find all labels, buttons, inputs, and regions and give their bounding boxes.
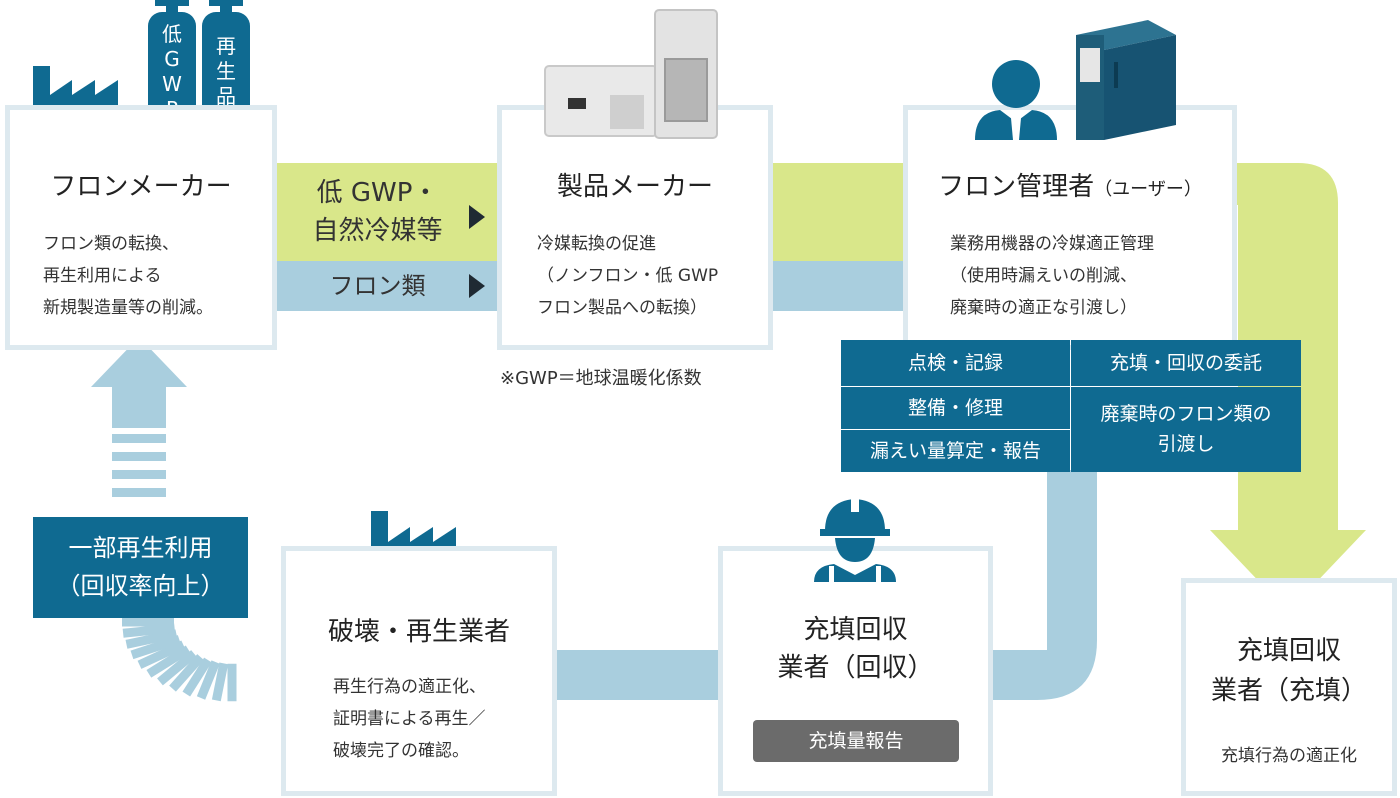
cylinder-label-recycled: 再 生 品 xyxy=(216,34,236,108)
recycle-arc-stripe xyxy=(211,662,229,702)
product-maker-title: 製品メーカー xyxy=(556,172,713,202)
recycle-arc-stripe xyxy=(157,650,197,686)
recycle-stripe xyxy=(112,434,166,443)
manager-title: フロン管理者 xyxy=(938,172,1095,202)
recycle-arc-stripe xyxy=(169,654,205,692)
maker-title: フロンメーカー xyxy=(50,172,232,202)
recycle-stripe xyxy=(112,488,166,497)
recycle-arc-stripe xyxy=(146,645,191,678)
partial-recycle-label: 一部再生利用 （回収率向上） xyxy=(33,517,248,618)
green-flow-label: 低 GWP・ 自然冷媒等 xyxy=(312,178,443,246)
recycle-stripe xyxy=(112,470,166,479)
recycle-arc-stripes xyxy=(122,617,237,702)
blue-flow-arrowhead xyxy=(469,274,485,298)
recovery-operator-title: 充填回収 業者（回収） xyxy=(777,615,934,683)
destroyer-box: 破壊・再生業者 再生行為の適正化、 証明書による再生／ 破壊完了の確認。 xyxy=(281,546,557,796)
blue-flow-recovery-destroyer xyxy=(555,650,725,700)
filling-operator-title: 充填回収 業者（充填） xyxy=(1210,636,1367,706)
manager-title-wrap: フロン管理者（ユーザー） xyxy=(908,166,1232,203)
filling-operator-description: 充填行為の適正化 xyxy=(1221,746,1357,766)
recycle-up-arrow xyxy=(91,337,187,428)
recycle-arc-stripe xyxy=(130,635,181,660)
recovery-operator-box: 充填回収 業者（回収） 充填量報告 xyxy=(718,546,993,796)
manager-title-suffix: （ユーザー） xyxy=(1094,179,1202,200)
recycle-arc-stripe xyxy=(122,623,176,638)
task-leak-report: 漏えい量算定・報告 xyxy=(841,430,1070,472)
blue-flow-label: フロン類 xyxy=(329,272,426,300)
recycle-arc-stripe xyxy=(182,657,212,697)
task-disposal-handover: 廃棄時のフロン類の 引渡し xyxy=(1071,387,1301,472)
destroyer-title: 破壊・再生業者 xyxy=(327,617,510,647)
product-maker-box: 製品メーカー 冷媒転換の促進 （ノンフロン・低 GWP フロン製品への転換） xyxy=(497,105,773,350)
maker-description: フロン類の転換、 再生利用による 新規製造量等の削減。 xyxy=(43,234,213,318)
recycle-arc-stripe xyxy=(196,660,220,700)
manager-box: フロン管理者（ユーザー） 業務用機器の冷媒適正管理 （使用時漏えいの削減、 廃棄… xyxy=(903,105,1237,350)
task-fill-recovery-outsourcing: 充填・回収の委託 xyxy=(1071,340,1301,386)
gwp-footnote: ※GWP＝地球温暖化係数 xyxy=(500,368,702,389)
recycle-stripe xyxy=(112,452,166,461)
blue-flow-path xyxy=(985,470,1097,700)
green-flow-arrowhead xyxy=(469,205,485,229)
filling-operator-box: 充填回収 業者（充填） 充填行為の適正化 xyxy=(1181,578,1397,796)
task-maintenance-repair: 整備・修理 xyxy=(841,387,1070,429)
maker-box: フロンメーカー フロン類の転換、 再生利用による 新規製造量等の削減。 xyxy=(5,105,277,350)
recycle-arc-stripe xyxy=(125,629,178,649)
destroyer-description: 再生行為の適正化、 証明書による再生／ 破壊完了の確認。 xyxy=(333,677,486,761)
product-maker-description: 冷媒転換の促進 （ノンフロン・低 GWP フロン製品への転換） xyxy=(537,234,719,318)
task-inspection-record: 点検・記録 xyxy=(841,340,1070,386)
manager-description: 業務用機器の冷媒適正管理 （使用時漏えいの削減、 廃棄時の適正な引渡し） xyxy=(950,234,1154,318)
fill-amount-report-badge: 充填量報告 xyxy=(753,720,959,762)
recycle-arc-stripe xyxy=(137,640,186,669)
